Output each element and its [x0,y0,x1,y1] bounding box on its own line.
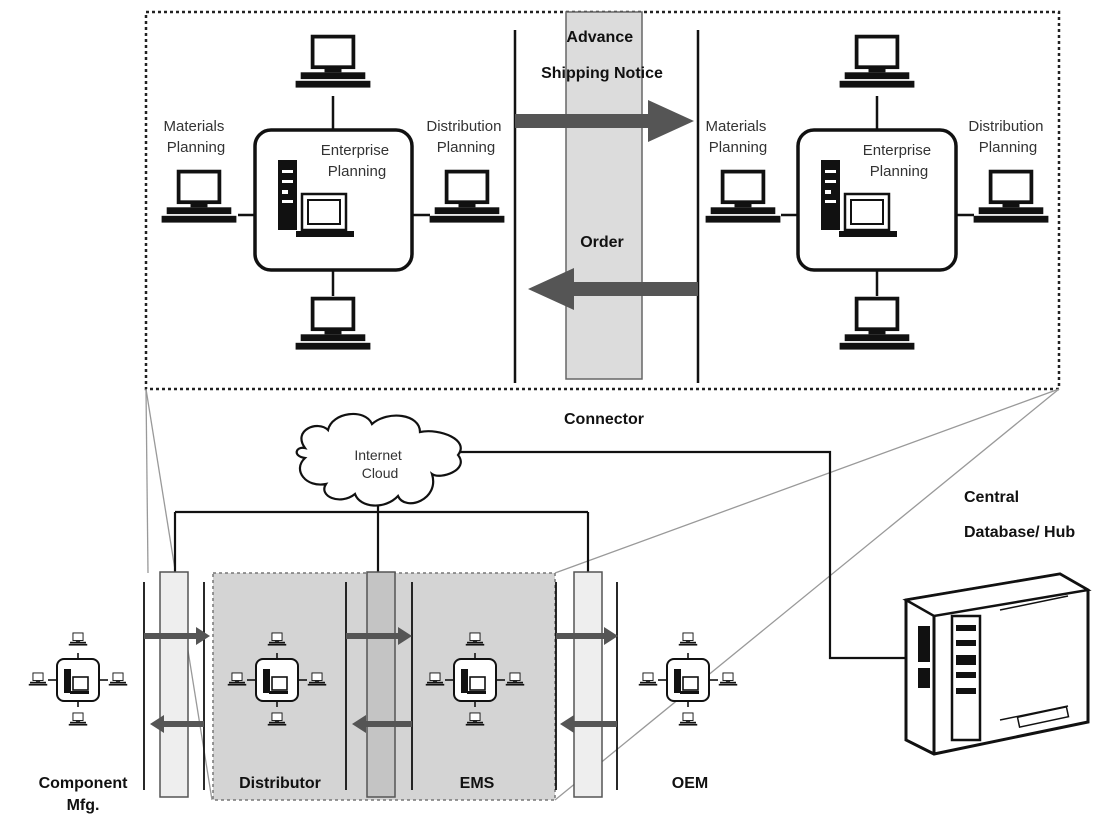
asn-arrow [515,100,694,142]
ems-caption-line: EMS [459,775,495,792]
component-mfg-caption: Component Mfg. [18,773,148,817]
internet-cloud-icon [295,412,462,507]
connector-3 [555,571,618,798]
workstation-icon [159,169,239,225]
component-mfg-caption-line: Component [38,775,128,792]
detail-left-node [159,34,507,352]
workstation-icon [293,296,373,352]
order-arrow [528,268,698,310]
workstation-icon [971,169,1051,225]
cloud-label: Internet Cloud [354,447,405,481]
detail-right-node [703,34,1051,352]
left-enterprise-planning-label: Enterprise Planning [321,142,394,180]
connector-label: Connector [564,411,644,428]
right-distribution-planning-label: Distribution Planning [968,118,1047,156]
right-materials-planning-label: Materials Planning [705,118,770,156]
workstation-icon [837,34,917,90]
hub-label: Central Database/ Hub [964,489,1075,541]
central-database-server-icon [902,572,1092,756]
distributor-caption: Distributor [215,773,345,795]
oem-caption-line: OEM [671,775,709,792]
connector-2 [345,571,413,798]
ems-caption: EMS [427,773,527,795]
oem-node [639,633,737,726]
connector-detail [513,11,700,383]
connector-1 [143,571,210,798]
asn-label: Advance Shipping Notice [541,29,663,82]
hub-link [458,450,920,660]
workstation-icon [837,296,917,352]
component-mfg-caption-line: Mfg. [66,797,100,814]
workstation-icon [293,34,373,90]
order-label: Order [580,234,624,251]
workstation-icon [427,169,507,225]
workstation-icon [703,169,783,225]
right-enterprise-planning-label: Enterprise Planning [863,142,936,180]
distributor-caption-line: Distributor [239,775,321,792]
left-distribution-planning-label: Distribution Planning [426,118,505,156]
oem-caption: OEM [645,773,735,795]
component-mfg-node [29,633,127,726]
left-materials-planning-label: Materials Planning [163,118,228,156]
